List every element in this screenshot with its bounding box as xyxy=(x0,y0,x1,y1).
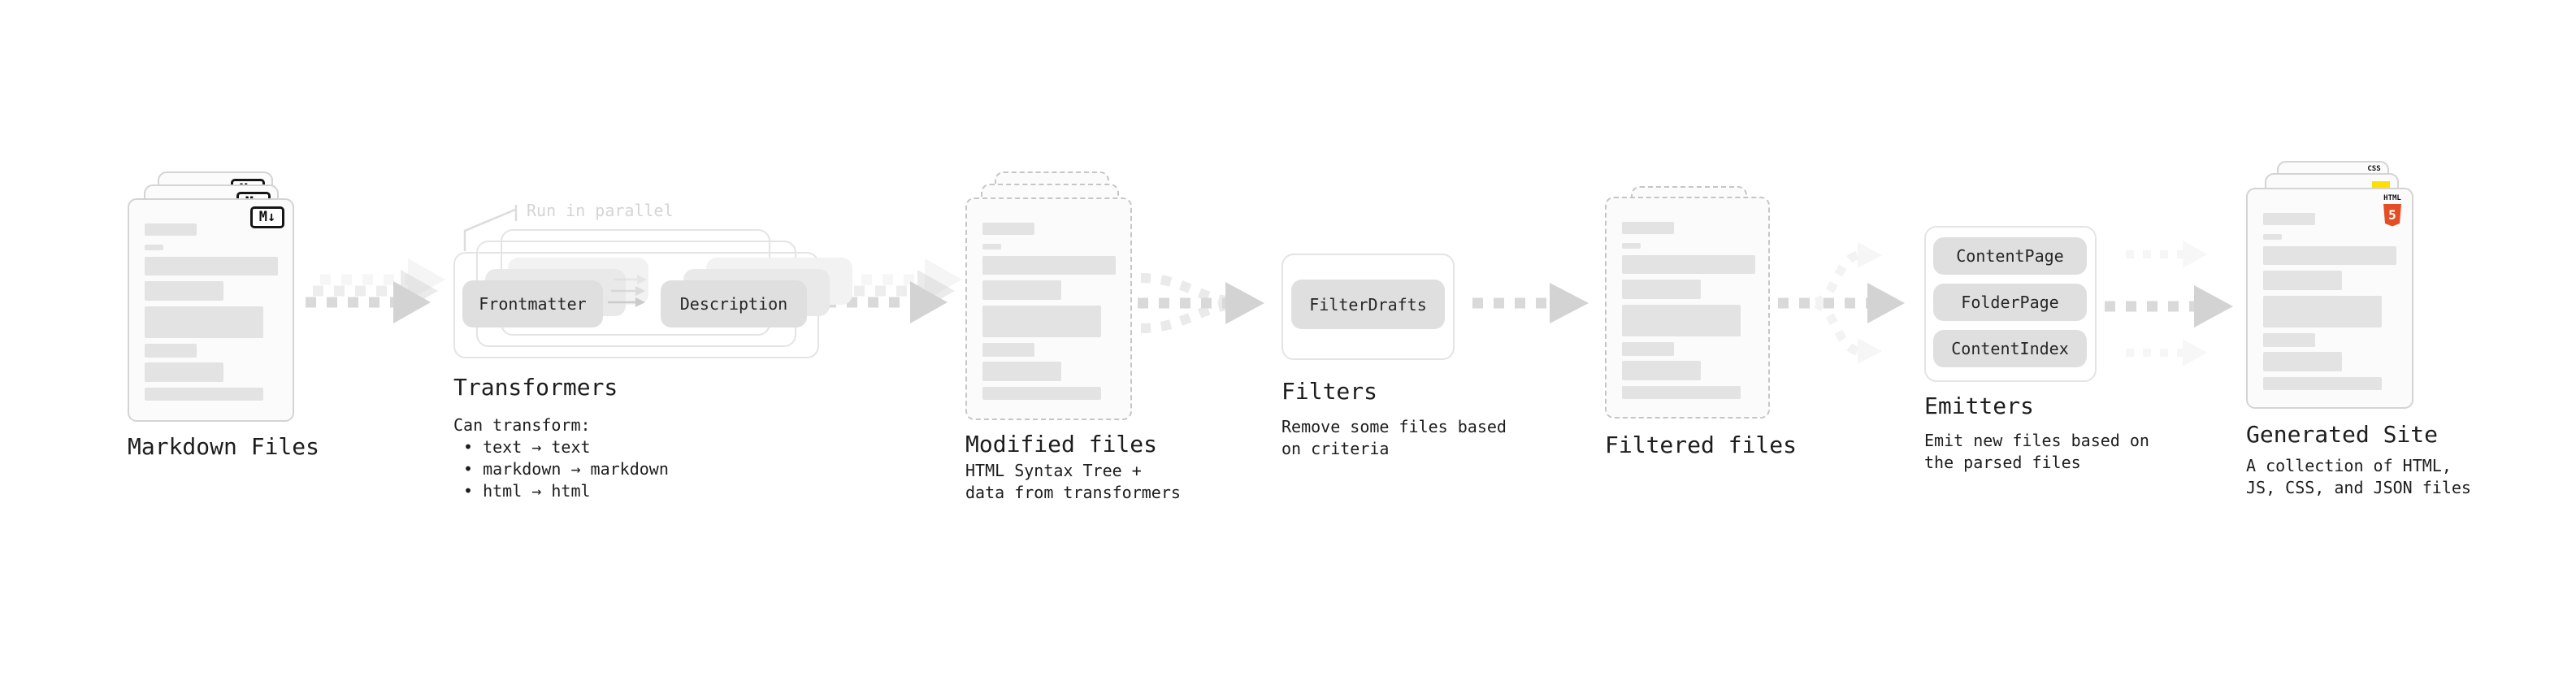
pill-contentpage: ContentPage xyxy=(1933,237,2087,275)
js-icon xyxy=(2372,181,2390,189)
doc-text-bar xyxy=(1622,342,1674,356)
modified-section-title: Modified files xyxy=(965,431,1158,458)
arrow-filters-to-filtered xyxy=(1472,283,1589,323)
doc-text-bar xyxy=(1622,386,1741,399)
arrow-modified-to-filters-fan-in xyxy=(1138,273,1264,333)
doc-text-bar xyxy=(982,280,1061,300)
doc-text-bar xyxy=(2263,271,2342,290)
doc-text-bar xyxy=(1622,280,1701,299)
doc-text-bar xyxy=(145,257,278,275)
markdown-card-front: M↓ xyxy=(128,198,294,422)
transformers-section-title: Transformers xyxy=(453,374,618,401)
doc-text-bar xyxy=(145,281,223,301)
doc-text-bar xyxy=(1622,243,1641,249)
svg-text:5: 5 xyxy=(2388,207,2396,223)
doc-text-bar xyxy=(145,362,223,382)
modified-card-front xyxy=(965,197,1132,420)
pill-description: Description xyxy=(661,280,807,327)
transformers-bullet: • html → html xyxy=(463,481,591,501)
transformers-desc-heading: Can transform: xyxy=(453,415,591,435)
generated-section-title: Generated Site xyxy=(2246,421,2439,448)
transformers-description: Can transform: • text → text • markdown … xyxy=(453,414,669,502)
doc-text-bar xyxy=(145,388,263,401)
filters-section-title: Filters xyxy=(1281,378,1378,405)
arrow-markdown-to-transformers xyxy=(306,258,445,323)
doc-text-bar xyxy=(982,343,1034,357)
doc-content-bars xyxy=(145,223,278,401)
doc-text-bar xyxy=(1622,361,1701,380)
doc-text-bar xyxy=(1622,222,1674,234)
doc-text-bar xyxy=(2263,246,2396,265)
doc-text-bar xyxy=(145,344,197,358)
doc-content-bars xyxy=(1622,222,1755,399)
pill-flow-arrows xyxy=(608,275,647,307)
svg-text:HTML: HTML xyxy=(2383,194,2401,202)
pill-contentindex: ContentIndex xyxy=(1933,330,2087,367)
doc-text-bar xyxy=(982,223,1034,235)
generated-card-front: HTML 5 xyxy=(2246,188,2413,409)
run-in-parallel-note: Run in parallel xyxy=(527,201,674,220)
filtered-card-front xyxy=(1605,197,1770,419)
doc-text-bar xyxy=(2263,333,2315,347)
doc-text-bar xyxy=(982,362,1061,381)
transformers-bullet: • markdown → markdown xyxy=(463,459,669,479)
filtered-section-title: Filtered files xyxy=(1605,432,1798,458)
doc-text-bar xyxy=(145,245,163,250)
doc-text-bar xyxy=(982,256,1116,275)
doc-content-bars xyxy=(2263,213,2396,390)
pill-frontmatter: Frontmatter xyxy=(462,280,603,327)
doc-text-bar xyxy=(2263,234,2282,240)
doc-text-bar xyxy=(982,306,1101,337)
doc-text-bar xyxy=(2263,213,2315,225)
emitters-section-title: Emitters xyxy=(1924,393,2034,419)
filters-description: Remove some files based on criteria xyxy=(1281,417,1507,458)
html5-icon: HTML 5 xyxy=(2383,194,2401,227)
markdown-icon: M↓ xyxy=(250,206,284,228)
transformers-bullet: • text → text xyxy=(463,437,591,457)
pill-folderpage: FolderPage xyxy=(1933,284,2087,321)
doc-text-bar xyxy=(2263,296,2382,327)
emitters-description: Emit new files based on the parsed files xyxy=(1924,431,2149,472)
doc-text-bar xyxy=(982,387,1101,400)
doc-text-bar xyxy=(2263,352,2342,371)
run-in-parallel-callout-line xyxy=(463,205,518,251)
doc-text-bar xyxy=(145,306,263,338)
arrow-transformers-to-modified xyxy=(826,258,962,323)
markdown-section-title: Markdown Files xyxy=(128,433,320,460)
modified-description: HTML Syntax Tree + data from transformer… xyxy=(965,461,1181,502)
arrows-emitters-to-generated xyxy=(2105,241,2233,367)
doc-content-bars xyxy=(982,223,1116,400)
doc-text-bar xyxy=(1622,255,1755,274)
pill-filterdrafts: FilterDrafts xyxy=(1291,280,1445,329)
doc-text-bar xyxy=(145,223,197,236)
doc-text-bar xyxy=(1622,305,1741,336)
doc-text-bar xyxy=(2263,377,2382,390)
arrow-filtered-to-emitters-fan-out xyxy=(1778,242,1905,364)
generated-description: A collection of HTML, JS, CSS, and JSON … xyxy=(2246,456,2471,497)
doc-text-bar xyxy=(982,244,1001,249)
